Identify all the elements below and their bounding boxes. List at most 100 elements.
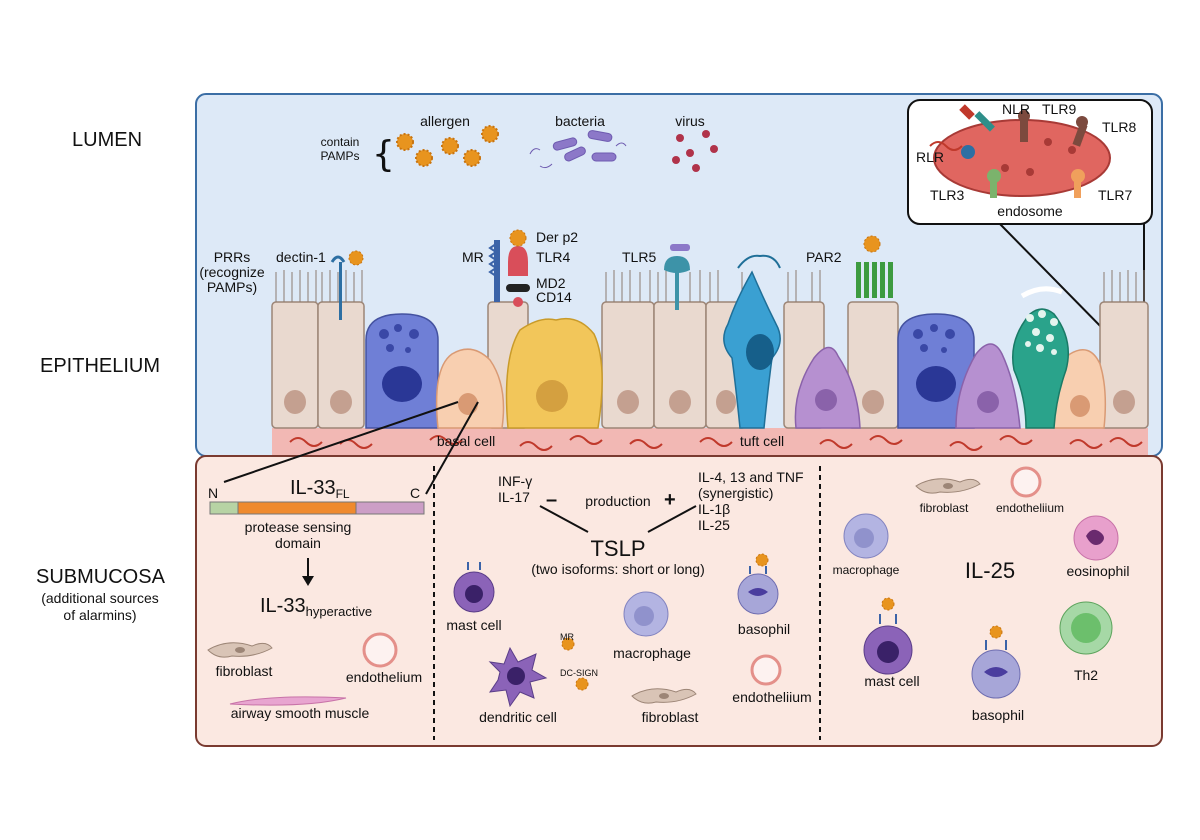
cd14-label: CD14: [536, 289, 572, 305]
contain-pamps-line-1: contain: [321, 135, 360, 149]
par2-label: PAR2: [806, 249, 842, 265]
ciliated-cells: [271, 301, 1149, 429]
fibroblast-label-2: fibroblast: [642, 709, 699, 725]
tlr8-receptor-icon: [1072, 116, 1088, 147]
il33-segment-n: [209, 501, 239, 515]
tlr8-label: TLR8: [1102, 119, 1136, 135]
rlr-receptor-icon: [929, 141, 975, 159]
basophil-label-2: basophil: [972, 707, 1024, 723]
il33-n-terminus: N: [208, 485, 218, 501]
macrophage-label-1: macrophage: [613, 645, 691, 661]
tlr3-label: TLR3: [930, 187, 964, 203]
dectin-1-label: dectin-1: [276, 249, 326, 265]
th2-cell-icon: [1059, 601, 1113, 655]
fibroblast-label-3: fibroblast: [920, 501, 969, 515]
il17-label: IL-17: [498, 489, 530, 505]
il33-segment-c: [355, 501, 425, 515]
il33-fl-title: IL-33FL: [290, 477, 350, 501]
ciliated-cell-nuclei: [284, 390, 1135, 414]
macrophage-icon-1: [623, 591, 669, 637]
production-label: production: [585, 493, 650, 509]
der-p2-label: Der p2: [536, 229, 578, 245]
tlr5-label: TLR5: [622, 249, 656, 265]
mr-label: MR: [462, 249, 484, 265]
basal-cell-label: basal cell: [437, 433, 495, 449]
submucosa-note-line-1: (additional sources: [41, 590, 159, 606]
tlr7-receptor-icon: [1071, 169, 1085, 198]
basement-membrane: [272, 428, 1148, 456]
plus-sign: +: [664, 489, 676, 511]
tslp-right-line-4: IL-25: [698, 517, 730, 533]
goblet-cell-1: [365, 313, 439, 429]
inset-connector-left: [999, 223, 1113, 339]
dectin-1-receptor-icon: [330, 250, 364, 320]
goblet-cell-2: [897, 313, 975, 429]
lumen-region-label: LUMEN: [72, 129, 142, 151]
il33-hyperactive: IL-33hyperactive: [260, 595, 372, 619]
endothelium-label-3: endotheliium: [996, 501, 1064, 515]
fibroblast-icon-2: [631, 688, 697, 704]
mast-cell-icon-2: [863, 597, 913, 675]
eosinophil-label: eosinophil: [1066, 563, 1129, 579]
basement-membrane-fibers: [289, 435, 1143, 451]
tslp-right-line-2: (synergistic): [698, 485, 773, 501]
virus-label: virus: [675, 113, 705, 129]
arrow-to-tslp-right: [647, 505, 697, 533]
fibroblast-label-1: fibroblast: [216, 663, 273, 679]
rlr-label: RLR: [916, 149, 944, 165]
endosome-label: endosome: [997, 203, 1063, 219]
mast-cell-label-1: mast cell: [446, 617, 501, 633]
cilia: [275, 270, 1145, 302]
allergen-label: allergen: [420, 113, 470, 129]
basal-connector-left: [223, 401, 459, 483]
inf-gamma-label: INF-γ: [498, 473, 532, 489]
basal-cell-1: [435, 348, 505, 429]
nlr-receptor-icon: [959, 104, 995, 132]
protease-domain-line-1: protease sensing: [245, 519, 352, 535]
yellow-secretory-cell: [505, 317, 603, 429]
basophil-icon-2: [971, 625, 1021, 699]
dendritic-cell-icon: [488, 637, 589, 708]
tuft-cell: [723, 254, 781, 429]
endothelium-label-2: endotheliium: [732, 689, 811, 705]
tslp-isoforms: (two isoforms: short or long): [531, 561, 705, 577]
tslp-right-line-3: IL-1β: [698, 501, 730, 517]
mast-cell-label-2: mast cell: [864, 673, 919, 689]
mast-cell-icon-1: [453, 562, 495, 613]
submucosa-panel: [195, 455, 1163, 747]
tslp-title: TSLP: [590, 536, 645, 561]
basophil-icon-1: [737, 553, 779, 615]
macrophage-icon-2: [843, 513, 889, 559]
bacteria-particles: [529, 130, 627, 169]
bacteria-label: bacteria: [555, 113, 605, 129]
par2-receptor-icon: [856, 235, 893, 298]
dc-mr-label: MR: [560, 632, 574, 642]
dc-sign-label: DC-SIGN: [560, 668, 598, 678]
fibroblast-icon-3: [915, 478, 981, 494]
minus-sign: –: [546, 489, 557, 511]
th2-label: Th2: [1074, 667, 1098, 683]
submucosa-region-label: SUBMUCOSA: [36, 566, 166, 588]
tlr4-complex-icon: [488, 229, 530, 307]
tslp-right-line-1: IL-4, 13 and TNF: [698, 469, 804, 485]
tlr4-label: TLR4: [536, 249, 570, 265]
prrs-label-1: PRRs: [214, 249, 251, 265]
md2-label: MD2: [536, 275, 566, 291]
dendritic-cell-label: dendritic cell: [479, 709, 557, 725]
endosome-viral-particles: [1001, 138, 1076, 176]
prrs-label-3: PAMPs): [207, 279, 257, 295]
tlr9-label: TLR9: [1042, 101, 1076, 117]
epithelium-region-label: EPITHELIUM: [40, 355, 160, 377]
endothelium-icon-1: [362, 632, 398, 668]
il33-hyperactive-subscript: hyperactive: [306, 604, 372, 619]
prrs-label-2: (recognize: [199, 264, 265, 280]
protease-domain-line-2: domain: [275, 535, 321, 551]
arrow-to-tslp-left: [539, 505, 589, 533]
tuft-cell-label: tuft cell: [740, 433, 784, 449]
purple-cell-2: [955, 343, 1021, 429]
il33-arrow-head: [302, 576, 314, 586]
il33-fl-subscript: FL: [336, 487, 350, 501]
fibroblast-icon-1: [207, 642, 273, 658]
basophil-label-1: basophil: [738, 621, 790, 637]
submucosa-note-line-2: of alarmins): [63, 607, 136, 623]
